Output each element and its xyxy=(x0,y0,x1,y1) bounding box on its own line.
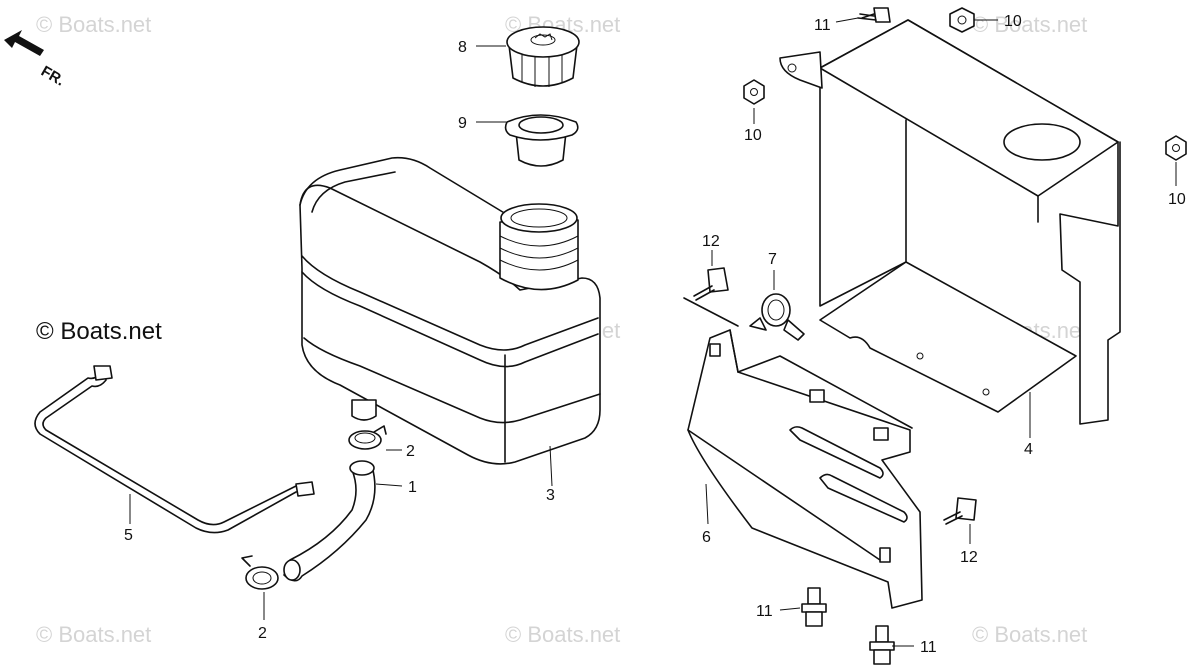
callout-11-bottom-right: 11 xyxy=(920,639,937,656)
callout-3: 3 xyxy=(546,487,555,504)
callout-11-top: 11 xyxy=(814,17,831,34)
bolt-part-11-bottom-right xyxy=(869,625,895,665)
fuel-tank-part-3 xyxy=(299,156,601,465)
bolt-part-12-upper xyxy=(693,267,729,301)
watermark-bottom-center: © Boats.net xyxy=(505,622,621,647)
fuel-cap-part-8 xyxy=(506,26,580,87)
front-direction-arrow-icon xyxy=(4,30,44,56)
clamp-part-2-upper xyxy=(348,425,387,450)
hose-part-1 xyxy=(283,460,376,582)
callout-11-bottom-left: 11 xyxy=(756,603,773,620)
callout-8: 8 xyxy=(458,39,467,56)
callout-10-right: 10 xyxy=(1168,191,1186,208)
hose-clip-part-7 xyxy=(749,293,805,341)
callout-2-lower: 2 xyxy=(258,625,267,642)
fuel-pipe-part-5 xyxy=(34,365,315,534)
callout-10-left: 10 xyxy=(744,127,762,144)
bolt-part-12-lower xyxy=(943,497,977,525)
callout-12-upper: 12 xyxy=(702,233,720,250)
strainer-part-9 xyxy=(504,114,579,167)
callout-4: 4 xyxy=(1024,441,1033,458)
callout-6: 6 xyxy=(702,529,711,546)
watermark-top-left: © Boats.net xyxy=(36,12,152,37)
nut-part-10-left xyxy=(743,79,765,105)
bolt-part-11-top xyxy=(857,7,891,23)
callout-5: 5 xyxy=(124,527,133,544)
nut-part-10-top xyxy=(949,7,975,33)
callout-7: 7 xyxy=(768,251,777,268)
nut-part-10-right xyxy=(1165,135,1187,161)
watermark-bottom-right: © Boats.net xyxy=(972,622,1088,647)
watermark-prominent: © Boats.net xyxy=(36,318,162,345)
clamp-part-2-lower xyxy=(241,555,279,590)
callout-1: 1 xyxy=(408,479,417,496)
callout-9: 9 xyxy=(458,115,467,132)
bolt-part-11-bottom-left xyxy=(801,587,827,627)
mounting-bracket-part-6 xyxy=(683,297,923,609)
leader-lines xyxy=(129,17,1177,647)
callout-12-lower: 12 xyxy=(960,549,978,566)
watermark-top-right: © Boats.net xyxy=(972,12,1088,37)
watermark-bottom-left: © Boats.net xyxy=(36,622,152,647)
callout-10-top: 10 xyxy=(1004,13,1022,30)
front-direction-label: FR. xyxy=(38,63,67,90)
callout-2-upper: 2 xyxy=(406,443,415,460)
tank-cover-part-4 xyxy=(779,19,1121,425)
